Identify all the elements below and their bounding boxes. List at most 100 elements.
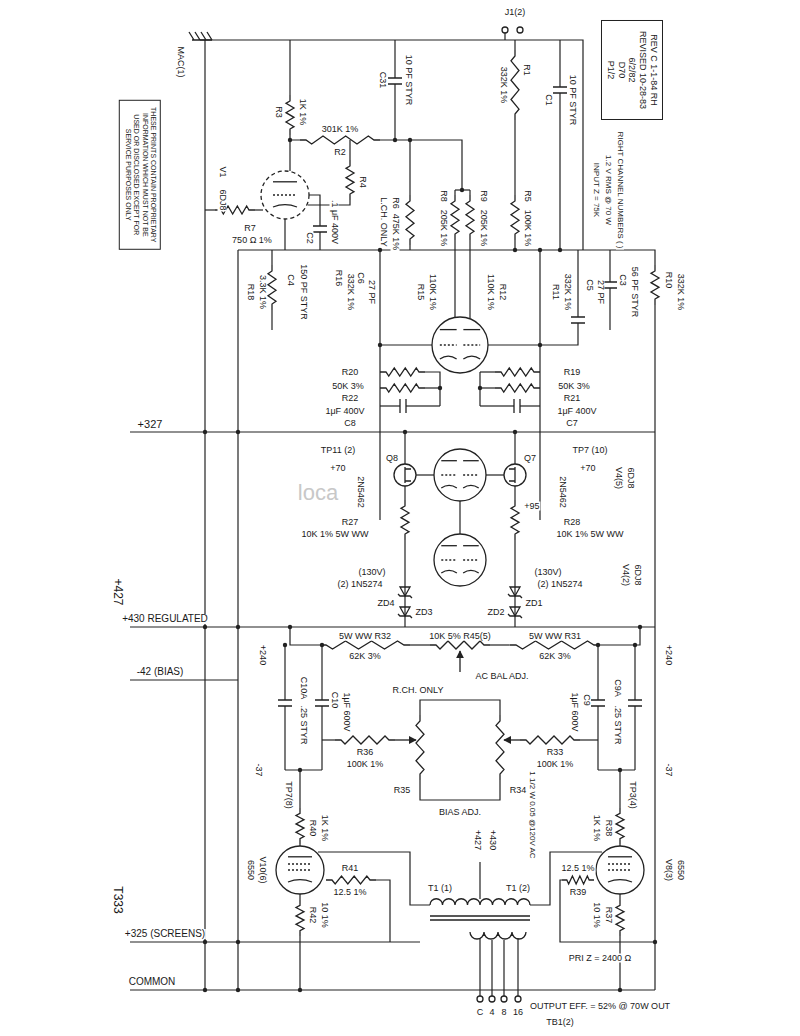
schematic-label: 5W WW R32 <box>338 632 392 641</box>
schematic-label: R15 <box>416 283 425 302</box>
schematic-label: +427 <box>112 577 124 606</box>
wire <box>514 432 515 464</box>
schematic-label: .25 STYR <box>613 704 622 745</box>
junction-dot <box>288 138 292 142</box>
wire <box>420 780 500 800</box>
wire <box>504 33 505 40</box>
junction-dot <box>618 768 622 772</box>
wire <box>289 40 290 95</box>
junction-dot <box>236 625 240 629</box>
schematic-label: 1μF 600V <box>342 691 351 732</box>
terminal <box>501 996 507 1002</box>
schematic-label: 332K 1% <box>499 66 508 105</box>
schematic-label: 10 PF STYR <box>404 54 413 107</box>
schematic-label: AC BAL ADJ. <box>474 672 529 681</box>
schematic-label: 475K 1% <box>391 213 400 252</box>
resistor-symbol <box>451 195 459 240</box>
schematic-label: INPUT Z = 75K <box>592 162 600 218</box>
schematic-label: (2) 1N5274 <box>336 580 383 589</box>
schematic-label: 3.3K 1% <box>258 274 267 310</box>
schematic-label: 6550 <box>246 859 255 881</box>
schematic-label: 4 <box>488 1008 495 1017</box>
schematic-label: 6DJ8 <box>218 188 227 211</box>
schematic-label: R40 <box>308 819 317 838</box>
junction-dot <box>596 643 600 647</box>
tube-plate <box>463 329 480 330</box>
schematic-label: R38 <box>604 819 613 838</box>
resistor-symbol <box>286 95 294 135</box>
resistor-symbol <box>320 641 410 649</box>
schematic-label: +70 <box>329 464 346 473</box>
schematic-label: J1(2) <box>504 8 527 17</box>
tube-envelope <box>261 171 309 219</box>
junction-dot <box>538 248 542 252</box>
wire <box>319 232 320 250</box>
schematic-label: C2 <box>305 231 314 245</box>
junction-dot <box>460 188 464 192</box>
junction-dot <box>478 386 482 390</box>
schematic-label: +427 <box>473 829 482 851</box>
schematic-label: -42 (BIAS) <box>136 667 185 677</box>
junction-dot <box>653 940 657 944</box>
potentiometer-wiper <box>395 739 416 740</box>
junction-dot <box>618 988 622 992</box>
schematic-label: 1K 1% <box>592 814 601 843</box>
wire <box>479 938 480 996</box>
resistor-symbol <box>296 808 304 844</box>
box-text: D70 <box>616 25 627 115</box>
wire <box>488 344 540 345</box>
schematic-label: C5 <box>585 278 594 292</box>
schematic-label: R10 <box>664 271 673 290</box>
schematic-label: C6 <box>356 271 365 285</box>
schematic-label: R22 <box>341 394 360 403</box>
revision-box: REV C 1-1-84 RHREVISED 10-28-836/2/82D70… <box>601 20 663 120</box>
schematic-label: 100K 1% <box>346 760 385 769</box>
schematic-label: C4 <box>286 273 295 287</box>
wire <box>404 486 405 500</box>
capacitor-symbol <box>388 78 402 84</box>
wire <box>619 770 620 808</box>
junction-dot <box>378 248 382 252</box>
resistor-symbol <box>520 736 580 744</box>
resistor-symbol <box>466 195 474 240</box>
schematic-label: R41 <box>341 864 360 873</box>
tube-plate <box>608 856 632 857</box>
wire <box>469 190 470 195</box>
schematic-label: 750 Ω 1% <box>231 236 273 245</box>
wire <box>514 40 515 50</box>
schematic-label: 50K 3% <box>557 382 591 391</box>
schematic-label: T1 (1) <box>427 884 453 893</box>
schematic-label: 62K 3% <box>348 652 382 661</box>
schematic-label: C <box>476 1008 485 1017</box>
junction-dot <box>236 988 240 992</box>
junction-dot <box>283 643 287 647</box>
ground-symbol <box>189 32 212 40</box>
wire <box>271 250 272 265</box>
schematic-label: RIGHT CHANNEL NUMBERS ( ) <box>616 131 624 250</box>
schematic-label: 1μF 600V <box>570 691 579 732</box>
schematic-label: ZD1 <box>524 599 543 608</box>
resistor-symbol <box>300 136 380 144</box>
schematic-label: TB1(2) <box>545 1018 575 1027</box>
transformer-core <box>430 916 530 920</box>
tube-envelope <box>432 317 488 373</box>
wire <box>321 645 322 700</box>
junction-dot <box>203 430 207 434</box>
wire <box>380 344 432 345</box>
tube-screen-grid <box>608 863 632 864</box>
schematic-label: +95 <box>523 502 540 511</box>
schematic-label: 56 PF STYR <box>630 266 639 319</box>
schematic-label: 1μF 400V <box>324 407 365 416</box>
resistor-symbol <box>651 265 659 305</box>
schematic-label: 27 PF <box>596 279 605 305</box>
wire <box>480 387 495 388</box>
resistor-symbol <box>326 876 376 884</box>
wire <box>289 140 290 171</box>
schematic-label: 6550 <box>676 859 685 881</box>
tube-cathode <box>441 570 457 573</box>
resistor-symbol <box>562 876 594 884</box>
wire <box>425 387 440 388</box>
tube-grid <box>608 869 632 870</box>
wire <box>454 190 455 195</box>
zener-diode <box>510 607 520 616</box>
